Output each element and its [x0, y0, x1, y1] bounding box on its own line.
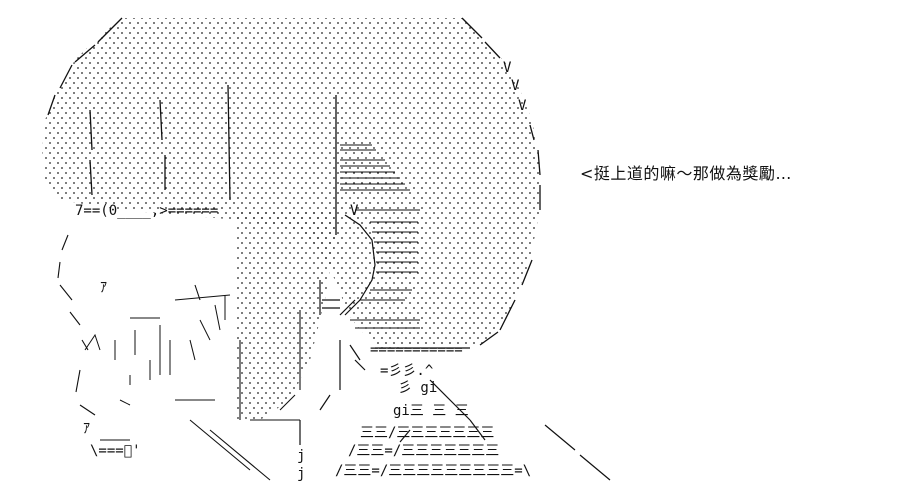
- stripe-1-glyphs: gi三 三 三: [393, 403, 469, 419]
- neck-lines: [299, 340, 611, 481]
- hair-shading: [340, 144, 420, 329]
- mark-a-glyph: ｱ: [100, 280, 107, 296]
- v-mark-3: V: [518, 98, 527, 114]
- stripe-3-glyphs: /三三=/三三三三三三三: [348, 443, 499, 459]
- chin-j1-glyph: j: [297, 448, 305, 464]
- stripe-2-glyphs: 三三/三三三三三三三: [360, 425, 494, 441]
- hair-marks-2-glyphs: 彡 gi: [398, 380, 437, 396]
- speech-caption: <挺上道的嘛～那做為獎勵…: [580, 164, 792, 183]
- collar-v-glyph: V: [350, 203, 359, 219]
- head-outline: [47, 17, 541, 349]
- face-dots: [235, 210, 335, 420]
- ascii-glyphs: 7==(0____,>====== ｱ ｱ \===ﾞ' j j V V V V…: [75, 60, 531, 482]
- chin-j2-glyph: j: [297, 466, 305, 482]
- mark-b-glyph: ｱ: [83, 421, 90, 437]
- ear-line-glyphs: ===========: [370, 342, 463, 358]
- v-mark-1: V: [503, 60, 512, 76]
- mouth-line-glyphs: \===ﾞ': [90, 443, 141, 459]
- ear-outline: [319, 214, 376, 316]
- face-detail-strokes: [84, 295, 226, 441]
- stripe-4-glyphs: /三三=/三三三三三三三三三=\: [335, 463, 531, 479]
- v-mark-2: V: [511, 78, 520, 94]
- hair-marks-glyphs: =彡彡.^: [380, 363, 433, 379]
- eye-line-glyphs: 7==(0____,>======: [75, 203, 218, 219]
- face-profile: [57, 234, 301, 481]
